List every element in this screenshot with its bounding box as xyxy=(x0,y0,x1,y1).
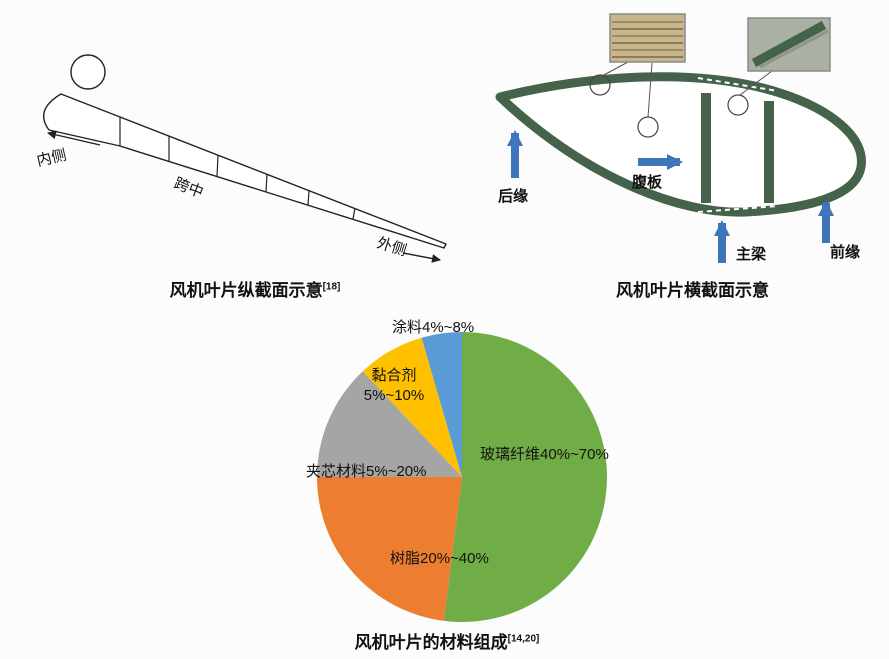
blade-longitudinal-svg: 内侧 跨中 外侧 xyxy=(35,54,447,263)
pie-label-glass-fiber: 玻璃纤维40%~70% xyxy=(480,446,609,463)
callout-lines xyxy=(601,61,773,118)
pie-label-resin: 树脂20%~40% xyxy=(390,550,489,567)
outer-side-label: 外侧 xyxy=(375,235,409,260)
inner-side-label: 内侧 xyxy=(35,147,68,170)
pie-label-core: 夹芯材料5%~20% xyxy=(306,463,427,480)
main-spar-label: 主梁 xyxy=(736,245,767,263)
web-label: 腹板 xyxy=(632,173,663,191)
leading-edge-label: 前缘 xyxy=(830,243,860,261)
annotation-arrows xyxy=(507,130,834,263)
blade-cross-section-svg: 后缘 腹板 主梁 前缘 xyxy=(495,13,866,263)
balsa-inset-photo xyxy=(609,13,686,63)
trailing-edge-label: 后缘 xyxy=(498,187,528,205)
mid-span-label: 跨中 xyxy=(172,175,206,202)
blade-segment-lines xyxy=(119,117,356,220)
blade-outline xyxy=(42,93,447,249)
airfoil-shell xyxy=(495,72,866,217)
inner-side-arrow xyxy=(47,130,101,146)
spar-cap-dashes xyxy=(697,77,779,213)
callout-circles xyxy=(589,74,749,138)
shear-web-left xyxy=(701,93,711,203)
pie-slice-2 xyxy=(317,371,462,477)
cross-section-caption-text: 风机叶片横截面示意 xyxy=(616,281,769,300)
shear-web-right xyxy=(764,101,774,203)
pie-caption: 风机叶片的材料组成[14,20] xyxy=(297,628,597,653)
cross-section-caption: 风机叶片横截面示意 xyxy=(520,276,865,301)
pie-caption-ref: [14,20] xyxy=(507,633,540,645)
laminate-inset-photo xyxy=(747,17,831,72)
longitudinal-caption-ref: [18] xyxy=(322,281,341,293)
longitudinal-caption: 风机叶片纵截面示意[18] xyxy=(40,276,470,301)
pie-svg xyxy=(317,332,607,622)
pie-slice-1 xyxy=(317,477,462,621)
pie-slice-4 xyxy=(421,332,462,477)
pie-slice-3 xyxy=(362,337,462,477)
pie-label-coating: 涂料4%~8% xyxy=(392,319,475,336)
outer-side-arrow xyxy=(402,252,441,263)
longitudinal-caption-text: 风机叶片纵截面示意 xyxy=(169,281,323,300)
hub-circle xyxy=(70,54,106,90)
pie-slice-0 xyxy=(443,332,607,622)
pie-caption-text: 风机叶片的材料组成 xyxy=(354,633,508,652)
